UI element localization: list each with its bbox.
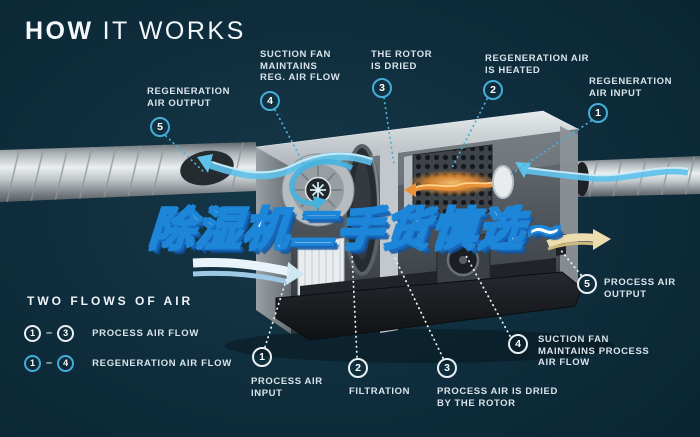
callout-badge-regen-1: 1 bbox=[588, 103, 608, 123]
process-input-arrow bbox=[192, 257, 304, 285]
callout-label-process-5: PROCESS AIR OUTPUT bbox=[604, 277, 676, 300]
legend-label-regeneration: REGENERATION AIR FLOW bbox=[92, 357, 232, 369]
legend-label-process: PROCESS AIR FLOW bbox=[92, 327, 200, 339]
callout-label-process-4: SUCTION FAN MAINTAINS PROCESS AIR FLOW bbox=[538, 334, 650, 368]
callout-badge-process-3: 3 bbox=[437, 358, 457, 378]
callout-badge-regen-5: 5 bbox=[150, 117, 170, 137]
callout-badge-regen-3: 3 bbox=[372, 78, 392, 98]
rotor bbox=[343, 144, 381, 276]
legend-badge-regen-from: 1 bbox=[24, 354, 41, 372]
legend-badge-process-to: 3 bbox=[57, 324, 75, 342]
title-primary: HOW bbox=[25, 17, 94, 45]
legend-row-process: 1 – 3 PROCESS AIR FLOW bbox=[24, 324, 199, 342]
base bbox=[275, 271, 583, 341]
callout-label-process-3: PROCESS AIR IS DRIED BY THE ROTOR bbox=[437, 386, 558, 409]
legend-badge-process-from: 1 bbox=[24, 324, 41, 342]
callout-badge-process-2: 2 bbox=[348, 358, 368, 378]
process-output-arrow bbox=[546, 229, 611, 256]
callout-badge-process-1: 1 bbox=[252, 347, 272, 367]
callout-label-regen-4: SUCTION FAN MAINTAINS REG. AIR FLOW bbox=[260, 49, 341, 83]
callout-label-regen-3: THE ROTOR IS DRIED bbox=[371, 49, 433, 72]
callout-label-regen-1: REGENERATION AIR INPUT bbox=[589, 76, 673, 99]
leader-lines bbox=[165, 97, 592, 359]
regen-airflow-arrow bbox=[197, 152, 689, 211]
callout-badge-regen-4: 4 bbox=[260, 91, 280, 111]
title-secondary: IT WORKS bbox=[102, 17, 246, 45]
callout-label-regen-2: REGENERATION AIR IS HEATED bbox=[485, 53, 590, 76]
callout-label-process-2: FILTRATION bbox=[349, 386, 411, 397]
watermark-text: 除湿机二手货慎选~ bbox=[147, 202, 568, 257]
callout-badge-process-4: 4 bbox=[508, 334, 528, 354]
callout-badge-regen-2: 2 bbox=[483, 80, 503, 100]
legend-row-regeneration: 1 – 4 REGENERATION AIR FLOW bbox=[24, 354, 232, 372]
legend-title: TWO FLOWS OF AIR bbox=[27, 294, 194, 308]
callout-label-process-1: PROCESS AIR INPUT bbox=[251, 376, 323, 399]
heater bbox=[404, 144, 514, 224]
legend-badge-regen-to: 4 bbox=[57, 354, 75, 372]
page-title: HOW IT WORKS bbox=[25, 17, 246, 46]
legend-range-dash: – bbox=[46, 327, 53, 339]
callout-badge-process-5: 5 bbox=[577, 274, 597, 294]
callout-label-regen-5: REGENERATION AIR OUTPUT bbox=[147, 86, 231, 109]
legend-range-dash: – bbox=[46, 357, 53, 369]
